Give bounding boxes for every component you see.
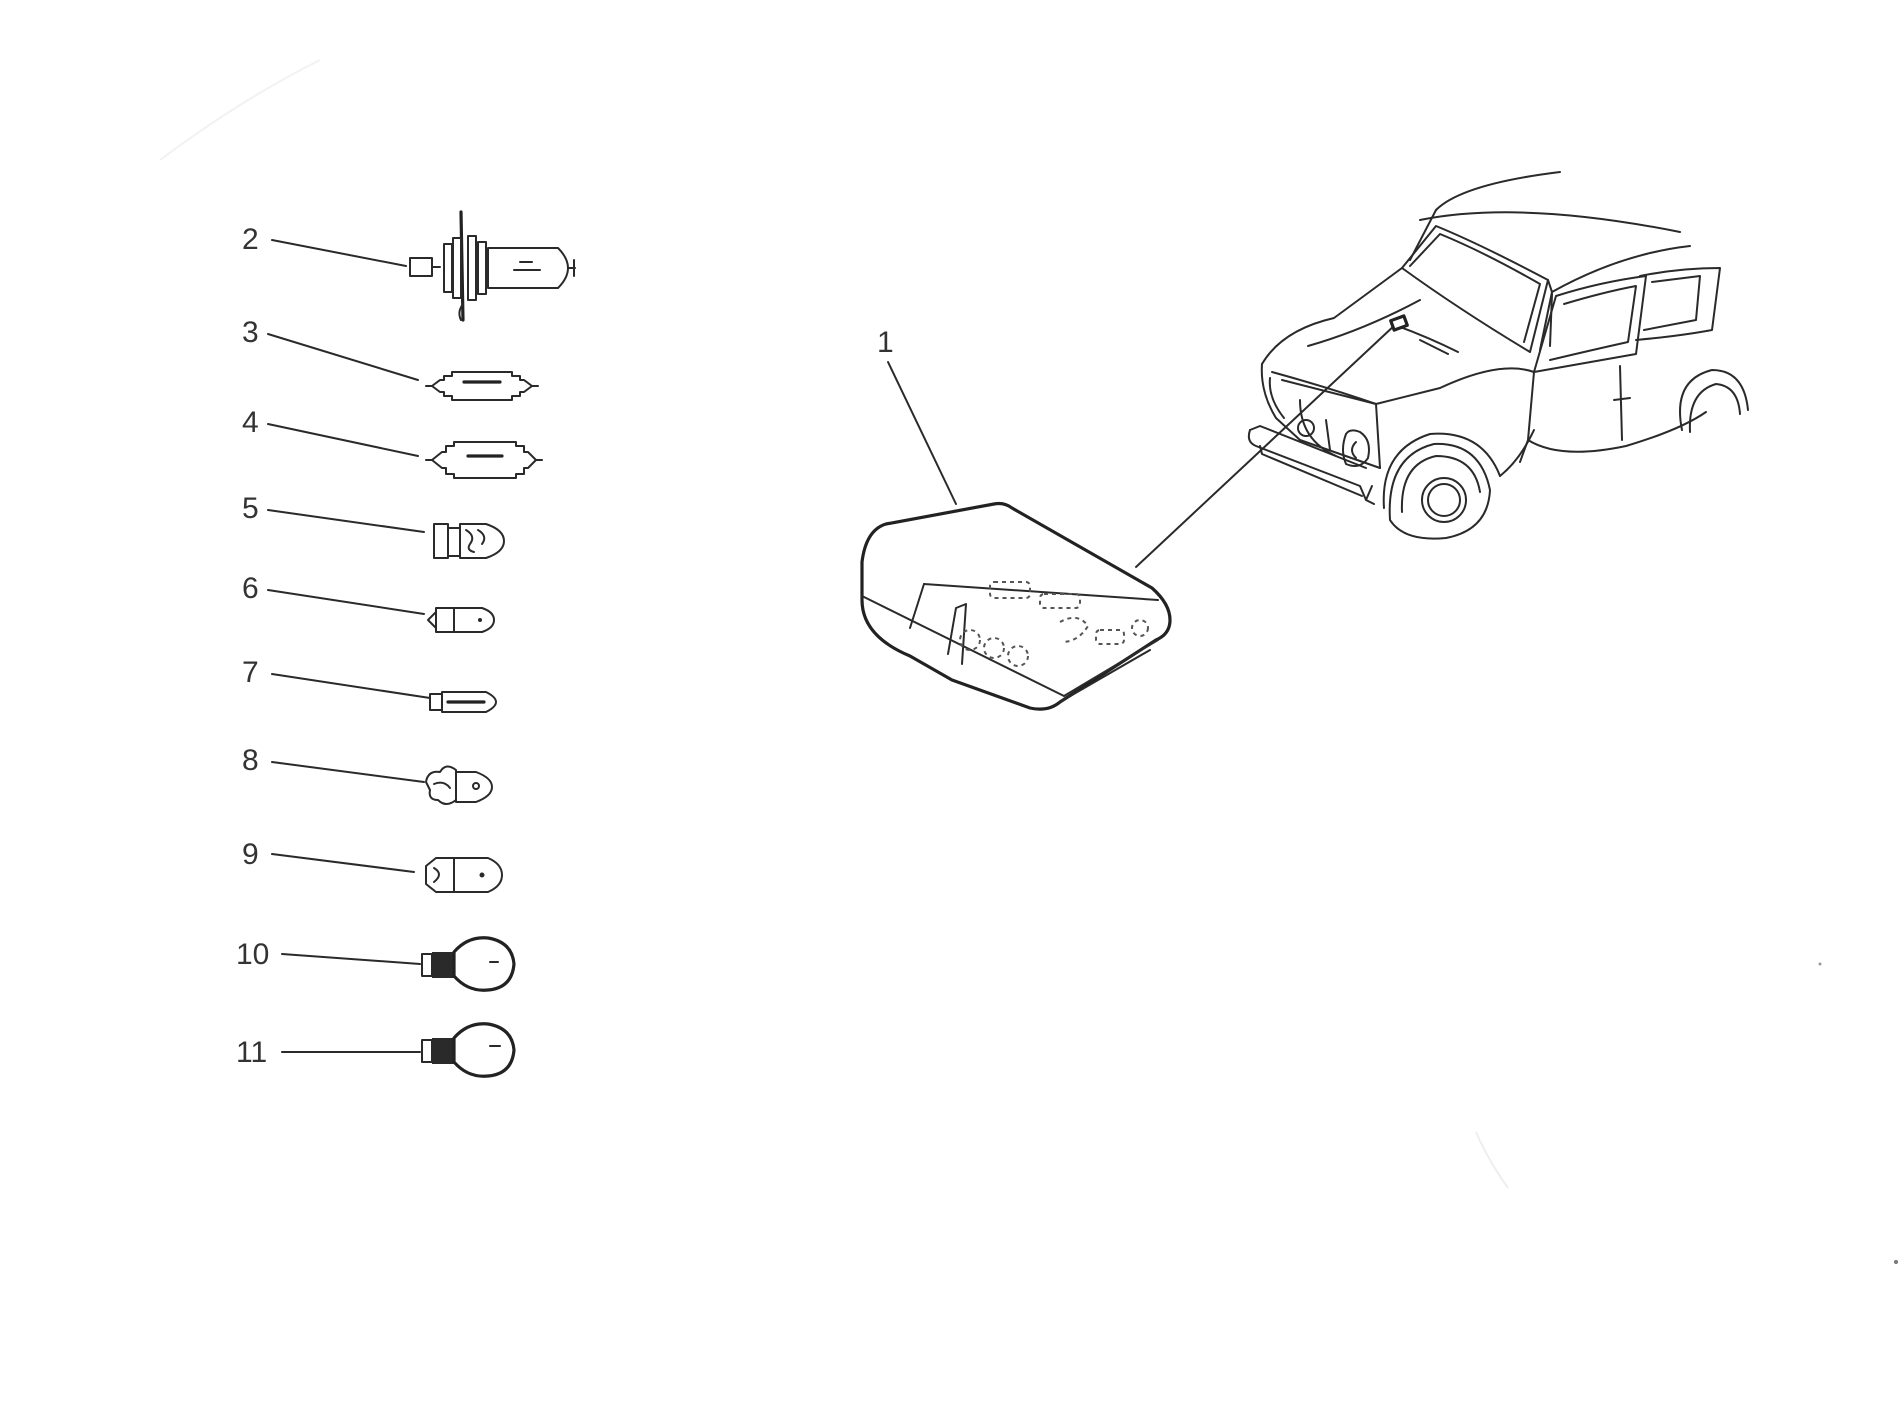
scan-marks — [159, 59, 1898, 1264]
bulb-11-bayonet-icon — [421, 1022, 516, 1078]
callout-8: 8 — [242, 744, 259, 777]
bulb-2-halogen-icon — [409, 210, 576, 322]
callout-5: 5 — [242, 492, 259, 525]
bulb-3-festoon-icon — [425, 371, 539, 401]
bulb-8-wedge-icon — [425, 765, 493, 805]
bulb-10-bayonet-icon — [421, 936, 516, 992]
bulb-5-wedge-icon — [433, 523, 505, 559]
callout-7: 7 — [242, 656, 259, 689]
bulb-6-wedge-icon — [427, 607, 495, 633]
callout-6: 6 — [242, 572, 259, 605]
callout-10: 10 — [236, 938, 269, 971]
callout-9: 9 — [242, 838, 259, 871]
callout-2: 2 — [242, 223, 259, 256]
callout-4: 4 — [242, 406, 259, 439]
callout-1: 1 — [877, 326, 894, 359]
bulb-4-festoon-icon — [425, 441, 543, 479]
callout-11: 11 — [236, 1036, 267, 1069]
bulb-9-ball-icon — [425, 857, 503, 893]
bulb-7-wedge-icon — [429, 691, 497, 713]
bulb-box-icon — [860, 501, 1172, 711]
leader-lines — [267, 239, 1397, 1053]
vehicle-icon — [1247, 171, 1749, 540]
callout-3: 3 — [242, 316, 259, 349]
